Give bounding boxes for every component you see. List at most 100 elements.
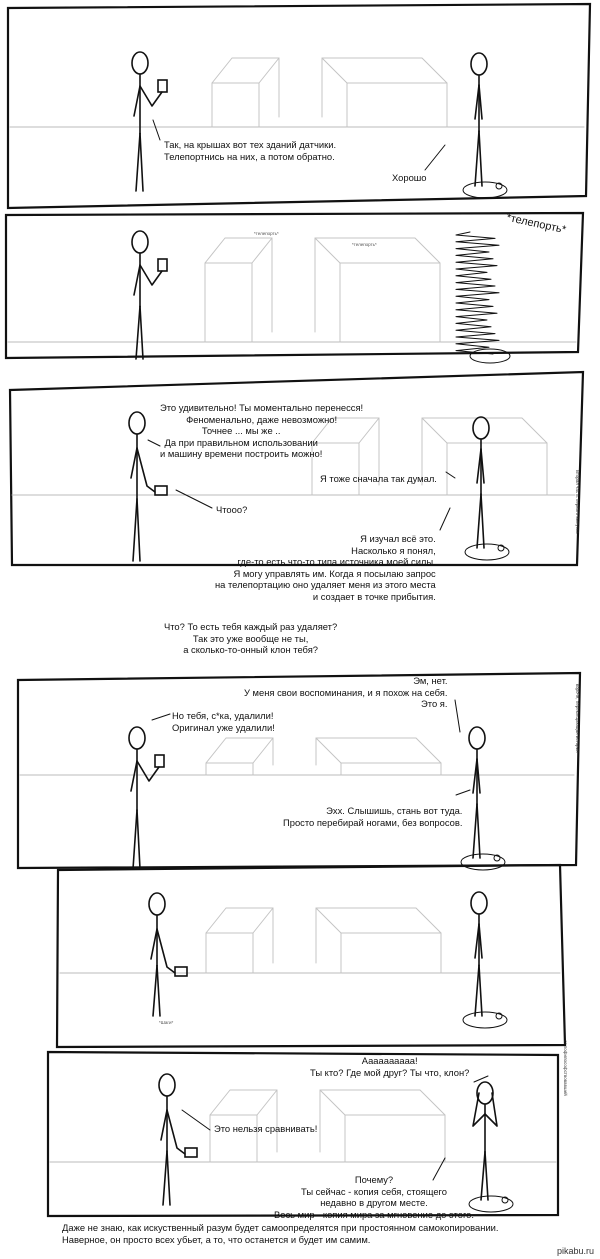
figure-b-p5-arm-right: [478, 923, 483, 959]
figure-a-p4-leg-left: [132, 809, 138, 870]
figure-b-p4-arm-right: [476, 758, 481, 794]
building-right-roof-4: [315, 737, 442, 764]
figure-b-p1-arm-right: [478, 84, 483, 120]
tail-p4-right-2: [455, 789, 471, 796]
panel-frame-2: [4, 211, 585, 360]
figure-a-p3-leg-left: [132, 498, 138, 562]
figure-a-p6-arm-raised: [166, 1109, 186, 1155]
figure-a-p6-leg-left: [162, 1150, 168, 1206]
figure-b-p5-robot-wheel: [495, 1012, 503, 1020]
side-note-panel3: Вторая часть первого выпуска: [575, 470, 580, 534]
side-note-panel4: короче, перемещающая история: [575, 684, 580, 753]
figure-b-p3-arm-right: [480, 448, 485, 484]
figure-b-p5-head: [470, 891, 488, 915]
building-left-roof-1: [211, 57, 280, 84]
figure-b-p3-leg-right: [480, 493, 485, 549]
figure-b-p5-robot-base: [462, 1011, 508, 1029]
figure-b-p1-robot-wheel: [495, 182, 503, 190]
sfx-teleport-small-1: *телепорть*: [254, 231, 279, 236]
dialog-panel4-left-1: Но тебя, с*ка, удалили! Оригинал уже уда…: [172, 710, 275, 733]
figure-b-p1-leg-right: [478, 130, 483, 187]
figure-a-p1-tablet: [157, 79, 168, 93]
figure-b-p5-leg-right: [478, 964, 483, 1017]
dialog-panel3-right-1: Я тоже сначала так думал.: [320, 473, 437, 484]
figure-a-p5-tablet: [174, 966, 188, 977]
figure-b-p6-leg-left: [480, 1151, 486, 1201]
figure-a-p6-head: [158, 1073, 176, 1097]
panel-frame-1: [6, 2, 592, 210]
figure-a-p6-leg-right: [166, 1150, 171, 1206]
figure-a-p4-leg-right: [136, 809, 141, 870]
dialog-panel3-right-2: Я изучал всё это. Насколько я понял, где…: [215, 533, 436, 602]
figure-b-p1-robot-base: [462, 181, 508, 199]
figure-a-p1-arm-down: [133, 85, 141, 117]
figure-a-p1-leg-right: [139, 132, 144, 192]
dialog-panel6-right-1: Аааааааааа! Ты кто? Где мой друг? Ты что…: [310, 1055, 470, 1078]
building-right-roof-2: [314, 237, 441, 264]
figure-a-p1-arm-raised: [139, 85, 163, 107]
figure-b-p5-leg-left: [474, 964, 480, 1017]
figure-a-p2-arm-down: [133, 264, 141, 296]
panel-frame-5: [55, 863, 567, 1049]
figure-b-p1-arm-left: [474, 84, 480, 120]
watermark: pikabu.ru: [556, 1246, 594, 1256]
figure-a-p5-arm-down: [150, 928, 158, 960]
panel-frame-3: [8, 370, 585, 567]
side-note-panel6: от пофилософствовавший: [563, 1040, 568, 1096]
figure-b-p4-leg-left: [472, 803, 478, 859]
figure-a-p3-leg-right: [136, 498, 141, 562]
figure-b-p4-robot-wheel: [493, 854, 501, 862]
figure-a-p3-tablet: [154, 485, 168, 496]
dialog-panel3-left-2: Точнее ... мы же .. Да при правильном ис…: [160, 425, 323, 460]
figure-b-p5-arm-left: [474, 923, 480, 959]
building-left-roof-6: [209, 1089, 278, 1116]
tail-p3-left-3: [175, 489, 213, 509]
figure-a-p5-head: [148, 892, 166, 916]
figure-b-p4-head: [468, 726, 486, 750]
figure-a-p2-tablet: [157, 258, 168, 272]
figure-b-p3-leg-left: [476, 493, 482, 549]
figure-a-p4-arm-raised: [136, 760, 160, 782]
figure-b-p6-arm-left: [472, 1092, 486, 1127]
building-left-roof-4: [205, 737, 274, 764]
tail-p6-right-1: [473, 1075, 489, 1083]
building-right-roof-5: [315, 907, 442, 934]
figure-b-p4-leg-right: [476, 803, 481, 859]
sfx-teleport-small-2: *телепорть*: [352, 242, 377, 247]
tail-p6-left: [181, 1109, 211, 1131]
panel-frame-6: [46, 1050, 560, 1218]
dialog-panel3-left-3: Чтооо?: [216, 504, 248, 515]
dialog-panel6-right-2: Почему? Ты сейчас - копия себя, стоящего…: [274, 1174, 474, 1220]
figure-a-p4-tablet: [154, 754, 165, 768]
building-left-roof-2: [204, 237, 273, 264]
sfx-steps: *Шаги*: [159, 1020, 174, 1025]
building-right-roof-1: [321, 57, 448, 84]
figure-a-p3-head: [128, 411, 146, 435]
dialog-gap-question: Что? То есть тебя каждый раз удаляет? Та…: [164, 621, 338, 656]
figure-b-p4-arm-left: [472, 758, 478, 794]
building-left-roof-5: [205, 907, 274, 934]
figure-a-p3-arm-raised: [136, 447, 156, 493]
tail-p4-right-1: [454, 699, 461, 733]
panel-frame-4: [16, 671, 582, 870]
tail-p6-right-2: [432, 1157, 446, 1181]
figure-a-p2-head: [131, 230, 149, 254]
figure-a-p4-arm-down: [130, 760, 138, 792]
figure-a-p5-arm-raised: [156, 928, 176, 974]
dialog-panel4-right-1: Эм, нет. У меня свои воспоминания, и я п…: [244, 675, 448, 710]
figure-b-p6-robot-wheel: [501, 1196, 509, 1204]
figure-a-p1-leg-left: [135, 132, 141, 192]
figure-b-p3-robot-base: [464, 543, 510, 561]
figure-a-p2-leg-left: [135, 305, 141, 360]
figure-b-p1-head: [470, 52, 488, 76]
dialog-panel1-left: Так, на крышах вот тех зданий датчики. Т…: [164, 139, 337, 162]
tail-p3-right-2: [439, 507, 451, 531]
figure-a-p5-leg-right: [156, 964, 161, 1017]
figure-b-p3-head: [472, 416, 490, 440]
dialog-panel6-left-1: Это нельзя сравнивать!: [214, 1123, 318, 1134]
figure-a-p6-arm-down: [160, 1109, 168, 1141]
figure-a-p6-tablet: [184, 1147, 198, 1158]
figure-a-p5-leg-left: [152, 964, 158, 1017]
dialog-panel3-left-1: Это удивительно! Ты моментально перенесс…: [160, 402, 364, 425]
